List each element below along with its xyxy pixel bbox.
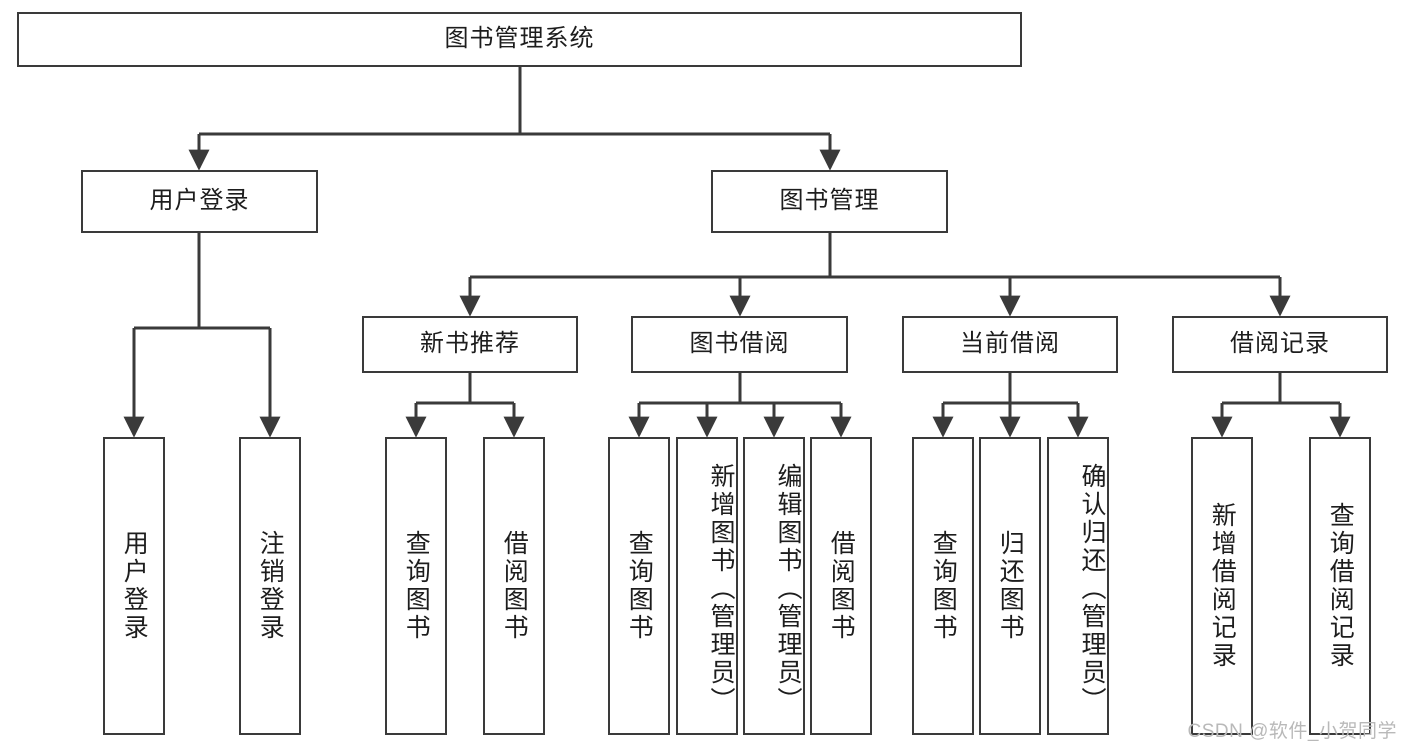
node-new-book-recommend-label: 新书推荐: [420, 330, 520, 358]
node-borrow-record-label: 借阅记录: [1230, 330, 1330, 358]
node-book-borrow[interactable]: 图书借阅: [631, 316, 848, 373]
leaf-borrow-book-2[interactable]: 借阅图书: [810, 437, 872, 735]
leaf-add-record[interactable]: 新增借阅记录: [1191, 437, 1253, 735]
node-borrow-record[interactable]: 借阅记录: [1172, 316, 1388, 373]
leaf-add-record-label: 新增借阅记录: [1208, 502, 1237, 670]
leaf-edit-book-label: 编辑图书（管理员）: [774, 463, 802, 715]
leaf-return-book[interactable]: 归还图书: [979, 437, 1041, 735]
leaf-borrow-book-1-label: 借阅图书: [500, 530, 529, 642]
leaf-query-book-2[interactable]: 查询图书: [608, 437, 670, 735]
leaf-confirm-return[interactable]: 确认归还（管理员）: [1047, 437, 1109, 735]
leaf-borrow-book-1[interactable]: 借阅图书: [483, 437, 545, 735]
node-current-borrow-label: 当前借阅: [960, 330, 1060, 358]
node-book-borrow-label: 图书借阅: [689, 330, 790, 358]
leaf-query-book-1-label: 查询图书: [402, 530, 431, 642]
leaf-user-login[interactable]: 用户登录: [103, 437, 165, 735]
node-book-manage[interactable]: 图书管理: [711, 170, 948, 233]
node-root-label: 图书管理系统: [444, 25, 595, 53]
leaf-return-book-label: 归还图书: [996, 530, 1025, 642]
leaf-logout-login[interactable]: 注销登录: [239, 437, 301, 735]
leaf-query-book-3-label: 查询图书: [929, 530, 958, 642]
leaf-add-book-label: 新增图书（管理员）: [707, 463, 735, 715]
leaf-query-book-1[interactable]: 查询图书: [385, 437, 447, 735]
node-new-book-recommend[interactable]: 新书推荐: [362, 316, 578, 373]
leaf-query-book-2-label: 查询图书: [625, 530, 654, 642]
leaf-query-record[interactable]: 查询借阅记录: [1309, 437, 1371, 735]
leaf-borrow-book-2-label: 借阅图书: [827, 530, 856, 642]
leaf-query-book-3[interactable]: 查询图书: [912, 437, 974, 735]
node-user-login-label: 用户登录: [149, 187, 250, 215]
csdn-watermark: CSDN @软件_小贺同学: [1187, 721, 1397, 742]
node-root-book-management-system[interactable]: 图书管理系统: [17, 12, 1022, 67]
node-user-login[interactable]: 用户登录: [81, 170, 318, 233]
leaf-add-book[interactable]: 新增图书（管理员）: [676, 437, 738, 735]
leaf-confirm-return-label: 确认归还（管理员）: [1078, 463, 1106, 715]
leaf-logout-login-label: 注销登录: [256, 530, 285, 642]
node-book-manage-label: 图书管理: [779, 187, 880, 215]
leaf-query-record-label: 查询借阅记录: [1326, 502, 1355, 670]
node-current-borrow[interactable]: 当前借阅: [902, 316, 1118, 373]
leaf-user-login-label: 用户登录: [120, 530, 149, 642]
leaf-edit-book[interactable]: 编辑图书（管理员）: [743, 437, 805, 735]
